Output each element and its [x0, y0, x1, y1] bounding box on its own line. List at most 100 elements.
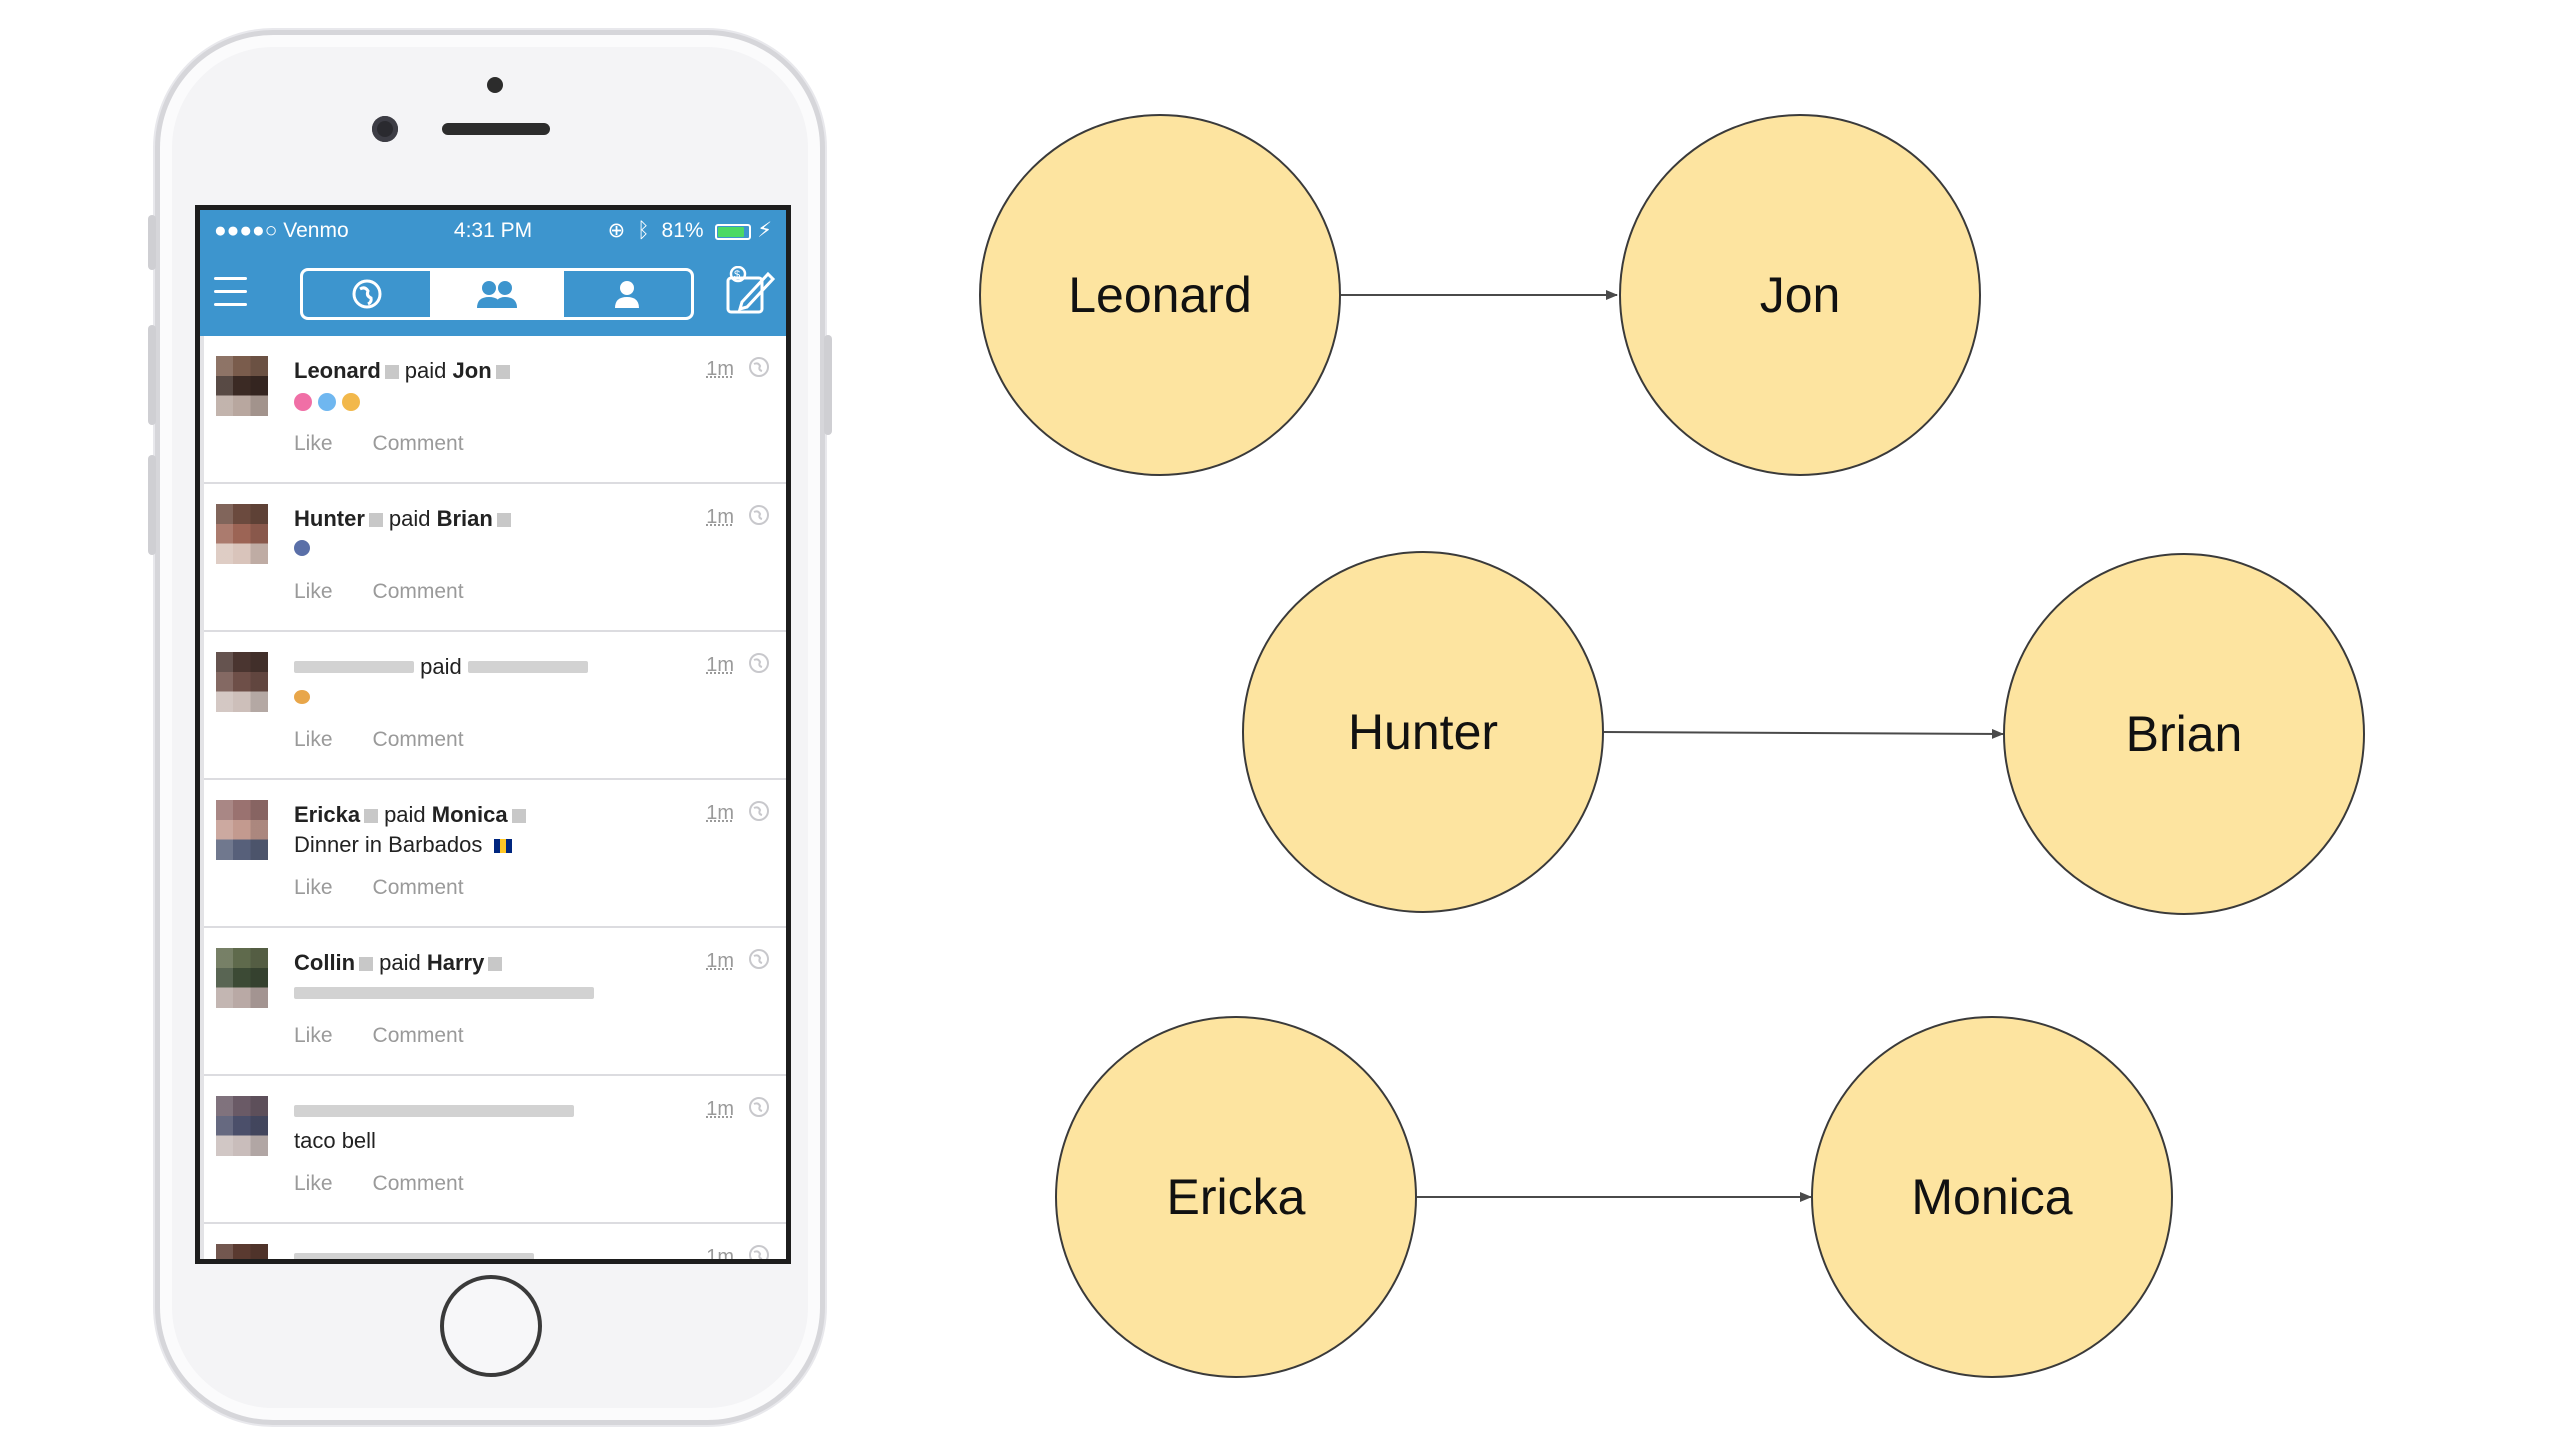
redacted-mark — [495, 365, 510, 379]
node-leonard: Leonard — [979, 114, 1341, 476]
payment-note — [294, 388, 360, 414]
recipient-name[interactable]: Harry — [426, 950, 485, 975]
feed-item[interactable]: Collin paid Harry 1m Like Comment — [204, 928, 786, 1076]
node-label: Jon — [1760, 267, 1841, 323]
sweat-drops-emoji-icon — [318, 393, 336, 412]
timestamp[interactable]: 1m — [706, 802, 734, 824]
avatar — [216, 1244, 268, 1259]
carrier-label: ●●●●○ Venmo — [214, 219, 349, 242]
globe-icon — [749, 653, 769, 673]
timestamp[interactable]: 1m — [706, 654, 734, 676]
payment-note — [294, 684, 310, 710]
note-text: Dinner in Barbados — [294, 832, 483, 857]
volume-down-button — [148, 455, 156, 555]
feed-scope-selector — [300, 268, 694, 320]
compose-payment-icon[interactable]: $ — [724, 265, 776, 318]
feed-item[interactable]: paid 1m Like Comment — [204, 632, 786, 780]
comment-button[interactable]: Comment — [372, 1024, 464, 1047]
battery-icon — [715, 224, 752, 240]
redacted-mark — [359, 957, 374, 971]
globe-icon — [749, 505, 769, 525]
globe-icon — [749, 949, 769, 969]
like-button[interactable]: Like — [294, 1172, 333, 1195]
node-ericka: Ericka — [1055, 1016, 1417, 1378]
like-button[interactable]: Like — [294, 580, 333, 603]
node-label: Ericka — [1167, 1169, 1306, 1225]
comment-button[interactable]: Comment — [372, 876, 464, 899]
redacted-mark — [488, 957, 503, 971]
comment-button[interactable]: Comment — [372, 432, 464, 455]
sender-name[interactable]: Collin — [294, 950, 356, 975]
tab-friends-feed[interactable] — [430, 271, 561, 317]
bluetooth-icon: ᛒ — [637, 219, 650, 242]
tab-my-feed[interactable] — [560, 271, 691, 317]
taco-emoji-icon — [294, 690, 310, 704]
edge-hunter-brian — [1603, 728, 2004, 739]
menu-icon[interactable] — [214, 277, 247, 311]
timestamp[interactable]: 1m — [706, 1246, 734, 1259]
payment-verb: paid — [379, 950, 421, 975]
feed-item[interactable]: Leonard paid Jon 1m Like Comment — [204, 336, 786, 484]
payment-note — [294, 536, 310, 562]
recipient-name[interactable]: Jon — [452, 358, 492, 383]
sender-name[interactable]: Hunter — [294, 506, 365, 531]
payment-verb: paid — [404, 358, 447, 383]
clock-label: 4:31 PM — [453, 219, 533, 242]
charging-icon: ⚡ — [757, 219, 772, 242]
redacted-note — [294, 987, 594, 999]
node-jon: Jon — [1619, 114, 1981, 476]
venmo-nav-bar: $ — [200, 252, 786, 336]
comment-button[interactable]: Comment — [372, 728, 464, 751]
recipient-name[interactable]: Brian — [436, 506, 493, 531]
feed-item[interactable]: 1m — [204, 1224, 786, 1259]
status-right: ⊕ ᛒ 81% ⚡ — [608, 210, 772, 252]
like-button[interactable]: Like — [294, 432, 333, 455]
svg-text:$: $ — [734, 269, 740, 281]
payment-headline: Leonard paid Jon — [294, 358, 516, 384]
home-button[interactable] — [440, 1275, 542, 1377]
timestamp[interactable]: 1m — [706, 950, 734, 972]
volume-up-button — [148, 325, 156, 425]
sender-name[interactable]: Ericka — [294, 802, 361, 827]
like-button[interactable]: Like — [294, 728, 333, 751]
power-button — [824, 335, 832, 435]
redacted-mark — [364, 809, 379, 823]
node-label: Monica — [1911, 1169, 2072, 1225]
comment-button[interactable]: Comment — [372, 1172, 464, 1195]
feed-actions: Like Comment — [294, 1024, 464, 1048]
node-label: Leonard — [1068, 267, 1252, 323]
payment-verb: paid — [388, 506, 431, 531]
redacted-mark — [384, 365, 399, 379]
timestamp[interactable]: 1m — [706, 1098, 734, 1120]
node-hunter: Hunter — [1242, 551, 1604, 913]
redacted-mark — [496, 513, 511, 527]
globe-icon — [352, 279, 382, 309]
node-label: Hunter — [1348, 704, 1498, 760]
payment-headline: paid — [294, 654, 588, 680]
lock-rotation-icon: ⊕ — [607, 219, 626, 242]
like-button[interactable]: Like — [294, 1024, 333, 1047]
avatar — [216, 652, 268, 712]
avatar — [216, 1096, 268, 1156]
sender-name[interactable]: Leonard — [294, 358, 381, 383]
redacted-headline — [294, 1253, 534, 1259]
like-button[interactable]: Like — [294, 876, 333, 899]
globe-icon — [749, 801, 769, 821]
payment-note: taco bell — [294, 1128, 376, 1154]
payment-headline — [294, 1098, 574, 1124]
comment-button[interactable]: Comment — [372, 580, 464, 603]
note-text: taco bell — [294, 1128, 376, 1153]
feed-item[interactable]: taco bell 1m Like Comment — [204, 1076, 786, 1224]
front-camera — [372, 116, 398, 142]
emoji-note — [294, 393, 360, 412]
timestamp[interactable]: 1m — [706, 506, 734, 528]
feed-actions: Like Comment — [294, 1172, 464, 1196]
timestamp[interactable]: 1m — [706, 358, 734, 380]
recipient-name[interactable]: Monica — [431, 802, 508, 827]
friends-icon — [476, 281, 517, 308]
tab-public-feed[interactable] — [303, 271, 430, 317]
feed-actions: Like Comment — [294, 876, 464, 900]
feed-item[interactable]: Hunter paid Brian 1m Like Comment — [204, 484, 786, 632]
